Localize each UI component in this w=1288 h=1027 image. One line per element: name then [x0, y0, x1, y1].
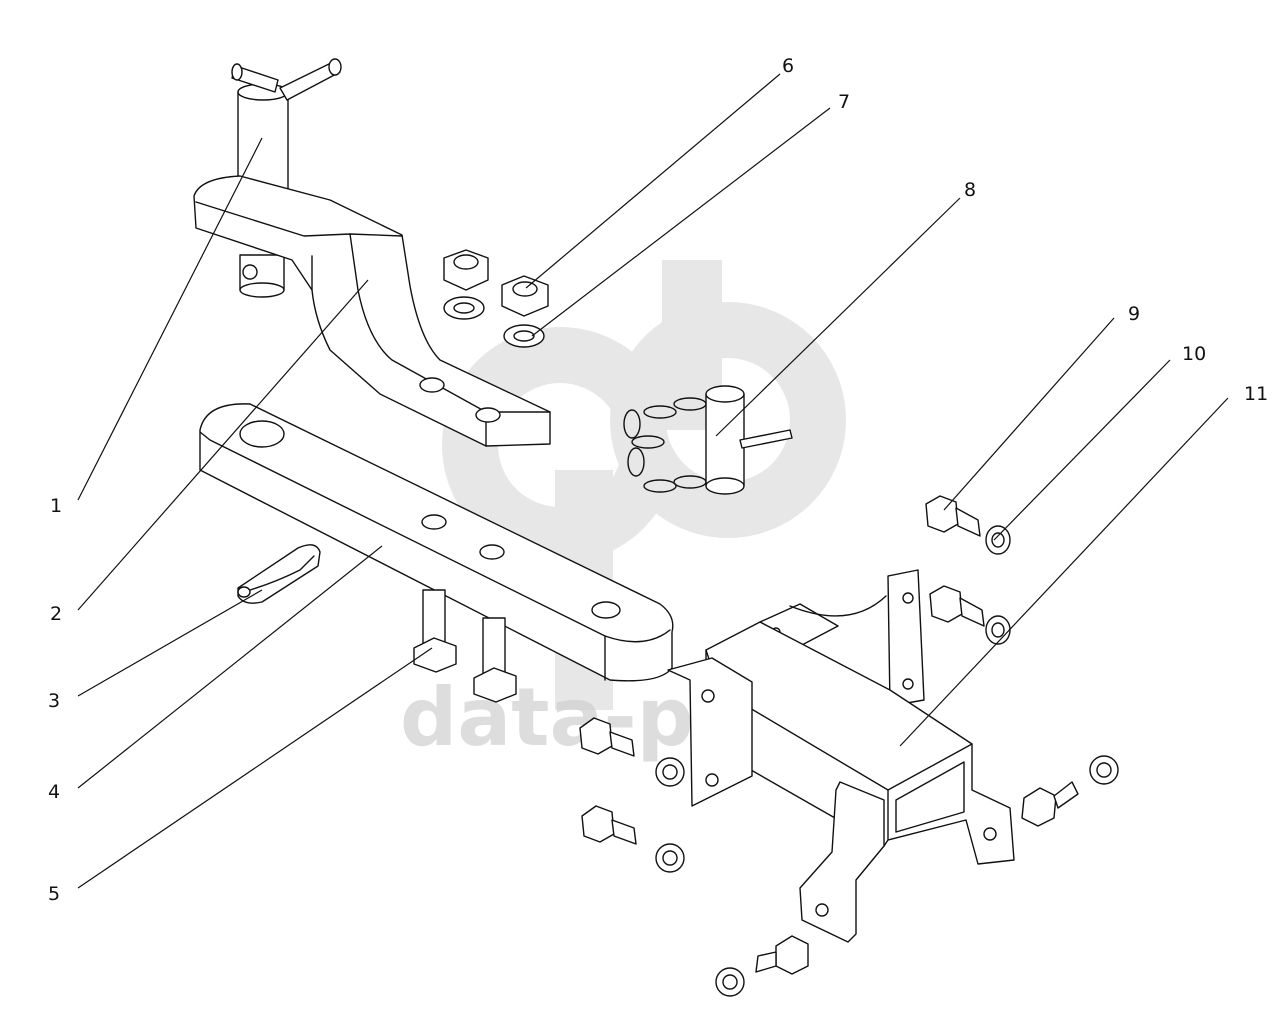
lock-washer-10[interactable]	[985, 525, 1011, 555]
callout-10: 10	[1182, 343, 1206, 365]
callout-numbers: 1 2 3 4 5 6 7 8 9 10 11	[48, 55, 1268, 905]
mounting-bracket[interactable]	[667, 569, 1015, 943]
callout-4: 4	[48, 781, 60, 803]
lock-washer-right-2[interactable]	[985, 615, 1011, 645]
leader-11	[899, 397, 1229, 747]
chain	[623, 397, 707, 493]
bolt-9[interactable]	[925, 495, 981, 537]
washer-bottom-2[interactable]	[655, 843, 685, 873]
leader-9	[943, 317, 1115, 511]
bolt-bottom-3[interactable]	[1021, 781, 1079, 827]
washer-bottom-3[interactable]	[1089, 755, 1119, 785]
leader-5	[77, 647, 433, 889]
leader-8	[715, 197, 961, 437]
studs[interactable]	[413, 589, 517, 703]
drawbar-cranked[interactable]	[193, 175, 551, 447]
leader-10	[993, 359, 1171, 541]
washer-left[interactable]	[443, 296, 485, 320]
leader-1	[77, 137, 263, 501]
washer-7[interactable]	[503, 324, 545, 348]
washer-bottom-4[interactable]	[715, 967, 745, 997]
leader-2	[77, 279, 369, 611]
callout-9: 9	[1128, 303, 1140, 325]
bolt-right-2[interactable]	[929, 585, 985, 627]
callout-2: 2	[50, 603, 62, 625]
leader-4	[77, 545, 383, 789]
bolt-bottom-2[interactable]	[581, 805, 637, 845]
nut-6[interactable]	[501, 275, 549, 317]
callout-8: 8	[964, 179, 976, 201]
callout-3: 3	[48, 690, 60, 712]
leader-lines	[77, 73, 1229, 889]
callout-7: 7	[838, 91, 850, 113]
linch-pin-clip[interactable]	[237, 544, 321, 604]
nut-left[interactable]	[443, 249, 489, 291]
leader-3	[77, 589, 263, 697]
washer-bottom-1[interactable]	[655, 757, 685, 787]
leader-7	[531, 107, 831, 337]
callout-5: 5	[48, 883, 60, 905]
bolt-bottom-1[interactable]	[579, 717, 635, 757]
callout-6: 6	[782, 55, 794, 77]
bolt-bottom-4[interactable]	[755, 935, 809, 975]
main-flat-bar[interactable]	[199, 403, 674, 682]
callout-11: 11	[1244, 383, 1268, 405]
leader-6	[525, 73, 781, 289]
callout-1: 1	[50, 495, 62, 517]
pin-with-chain[interactable]	[623, 385, 793, 495]
